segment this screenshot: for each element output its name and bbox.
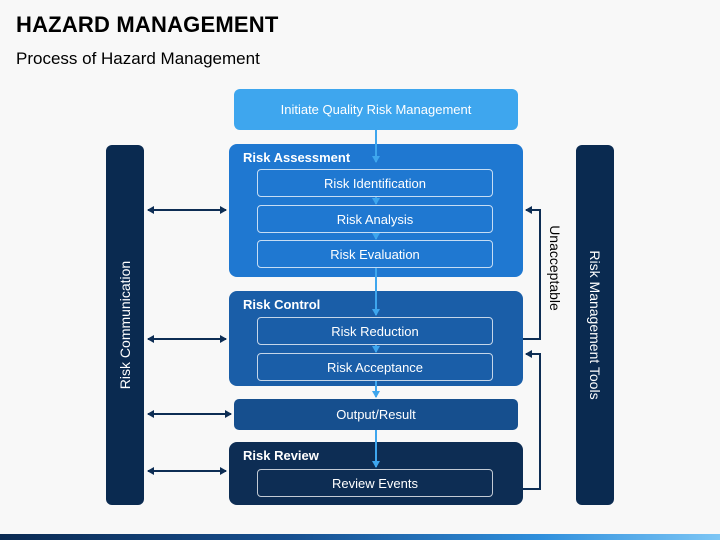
risk-identification-step: Risk Identification — [257, 169, 493, 197]
risk-evaluation-label: Risk Evaluation — [330, 246, 420, 262]
page-subtitle: Process of Hazard Management — [16, 49, 260, 68]
review-events-step: Review Events — [257, 469, 493, 497]
risk-management-tools-bar: Risk Management Tools — [576, 145, 614, 505]
risk-acceptance-label: Risk Acceptance — [326, 359, 424, 375]
output-result-label: Output/Result — [336, 407, 416, 422]
page-title: HAZARD MANAGEMENT — [16, 12, 279, 37]
risk-reduction-label: Risk Reduction — [331, 323, 419, 339]
initiate-label: Initiate Quality Risk Management — [280, 102, 472, 117]
initiate-box: Initiate Quality Risk Management — [234, 89, 518, 130]
risk-identification-label: Risk Identification — [324, 175, 426, 191]
output-result-box: Output/Result — [234, 399, 518, 430]
risk-communication-bar: Risk Communication — [106, 145, 144, 505]
risk-reduction-step: Risk Reduction — [257, 317, 493, 345]
risk-review-title: Risk Review — [243, 448, 319, 463]
review-events-label: Review Events — [332, 475, 418, 491]
risk-control-title: Risk Control — [243, 297, 321, 312]
bottom-accent-bar — [0, 534, 720, 540]
risk-assessment-group: Risk Assessment Risk Identification Risk… — [229, 144, 523, 277]
review-feedback-arrow — [523, 350, 541, 490]
risk-analysis-label: Risk Analysis — [336, 211, 414, 227]
risk-acceptance-step: Risk Acceptance — [257, 353, 493, 381]
risk-evaluation-step: Risk Evaluation — [257, 240, 493, 268]
risk-assessment-title: Risk Assessment — [243, 150, 351, 165]
risk-analysis-step: Risk Analysis — [257, 205, 493, 233]
unacceptable-feedback-arrow — [523, 206, 541, 340]
